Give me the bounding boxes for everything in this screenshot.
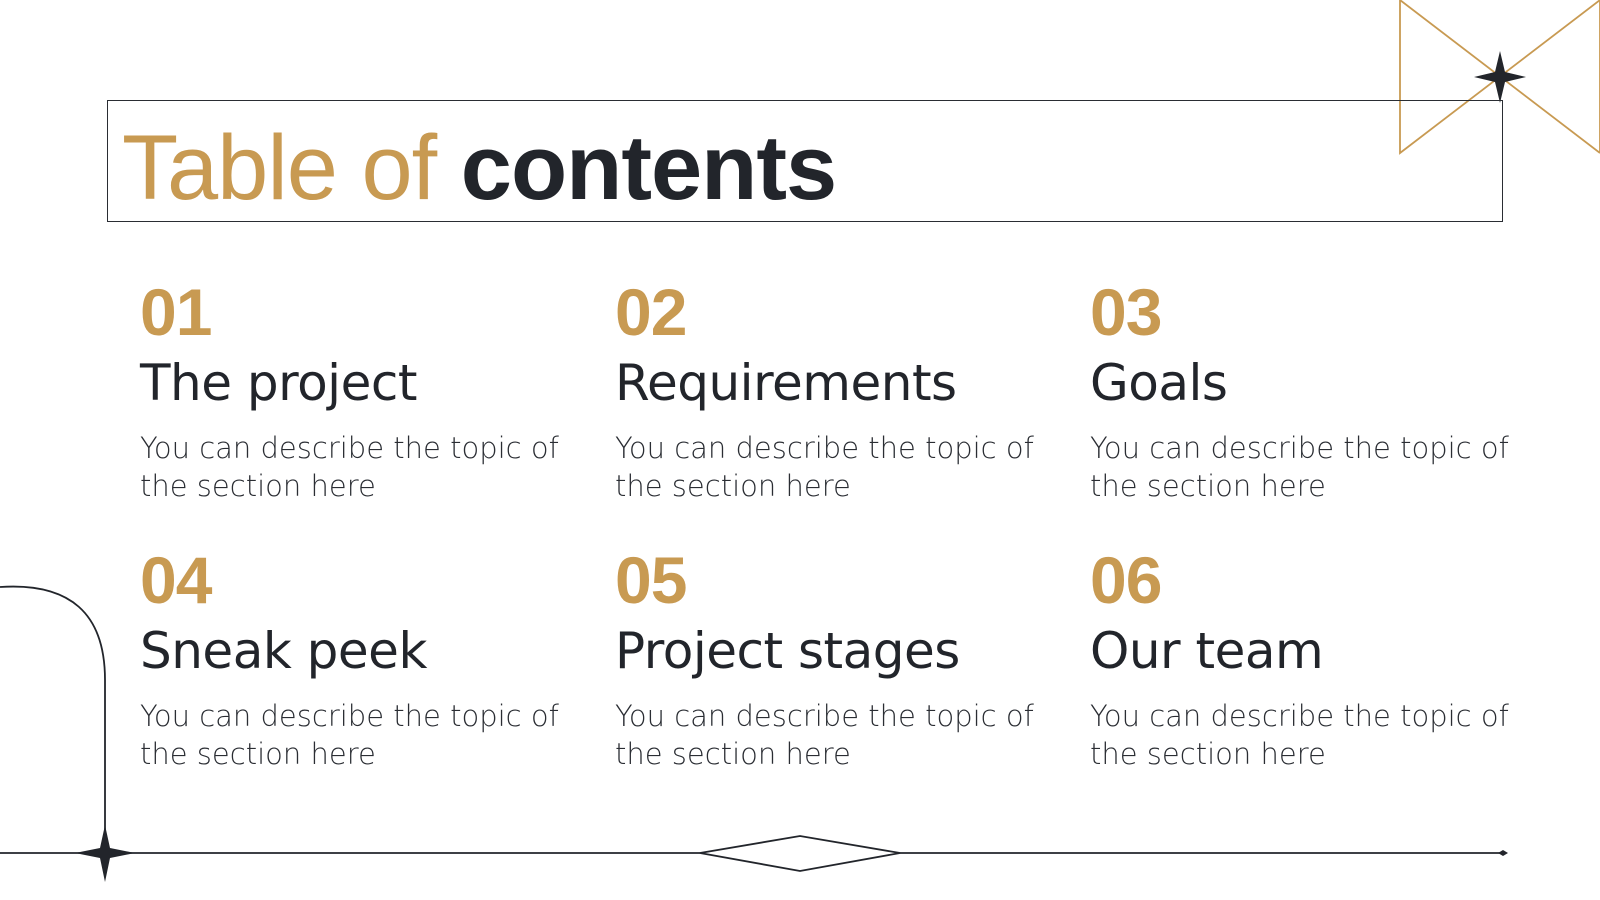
toc-item-06[interactable]: 06 Our team You can describe the topic o…: [1090, 545, 1530, 773]
toc-item-01[interactable]: 01 The project You can describe the topi…: [140, 277, 580, 505]
title-bold: contents: [460, 117, 837, 219]
item-description: You can describe the topic of the sectio…: [140, 699, 559, 771]
star-icon-top: [1474, 51, 1526, 103]
item-heading: Our team: [1090, 622, 1324, 680]
item-heading: Requirements: [615, 354, 957, 412]
item-number: 04: [140, 543, 212, 617]
diamond-ornament: [699, 835, 901, 872]
toc-item-02[interactable]: 02 Requirements You can describe the top…: [615, 277, 1055, 505]
item-description: You can describe the topic of the sectio…: [1090, 699, 1509, 771]
line-end-dot: [1498, 850, 1508, 856]
item-description: You can describe the topic of the sectio…: [615, 699, 1034, 771]
arch-ornament: [0, 585, 106, 853]
star-icon-bottom: [75, 825, 135, 882]
toc-item-05[interactable]: 05 Project stages You can describe the t…: [615, 545, 1055, 773]
item-heading: Sneak peek: [140, 622, 427, 680]
toc-item-03[interactable]: 03 Goals You can describe the topic of t…: [1090, 277, 1530, 505]
item-description: You can describe the topic of the sectio…: [1090, 431, 1509, 503]
item-number: 03: [1090, 275, 1162, 349]
bottom-baseline: [0, 835, 1500, 872]
toc-item-04[interactable]: 04 Sneak peek You can describe the topic…: [140, 545, 580, 773]
item-heading: Project stages: [615, 622, 960, 680]
item-heading: Goals: [1090, 354, 1228, 412]
item-description: You can describe the topic of the sectio…: [140, 431, 559, 503]
item-number: 01: [140, 275, 212, 349]
title-frame: [107, 100, 1503, 222]
title-light: Table of: [122, 117, 437, 219]
page-title: Table of contents: [122, 117, 837, 219]
item-heading: The project: [140, 354, 417, 412]
item-number: 05: [615, 543, 687, 617]
item-description: You can describe the topic of the sectio…: [615, 431, 1034, 503]
item-number: 06: [1090, 543, 1162, 617]
item-number: 02: [615, 275, 687, 349]
